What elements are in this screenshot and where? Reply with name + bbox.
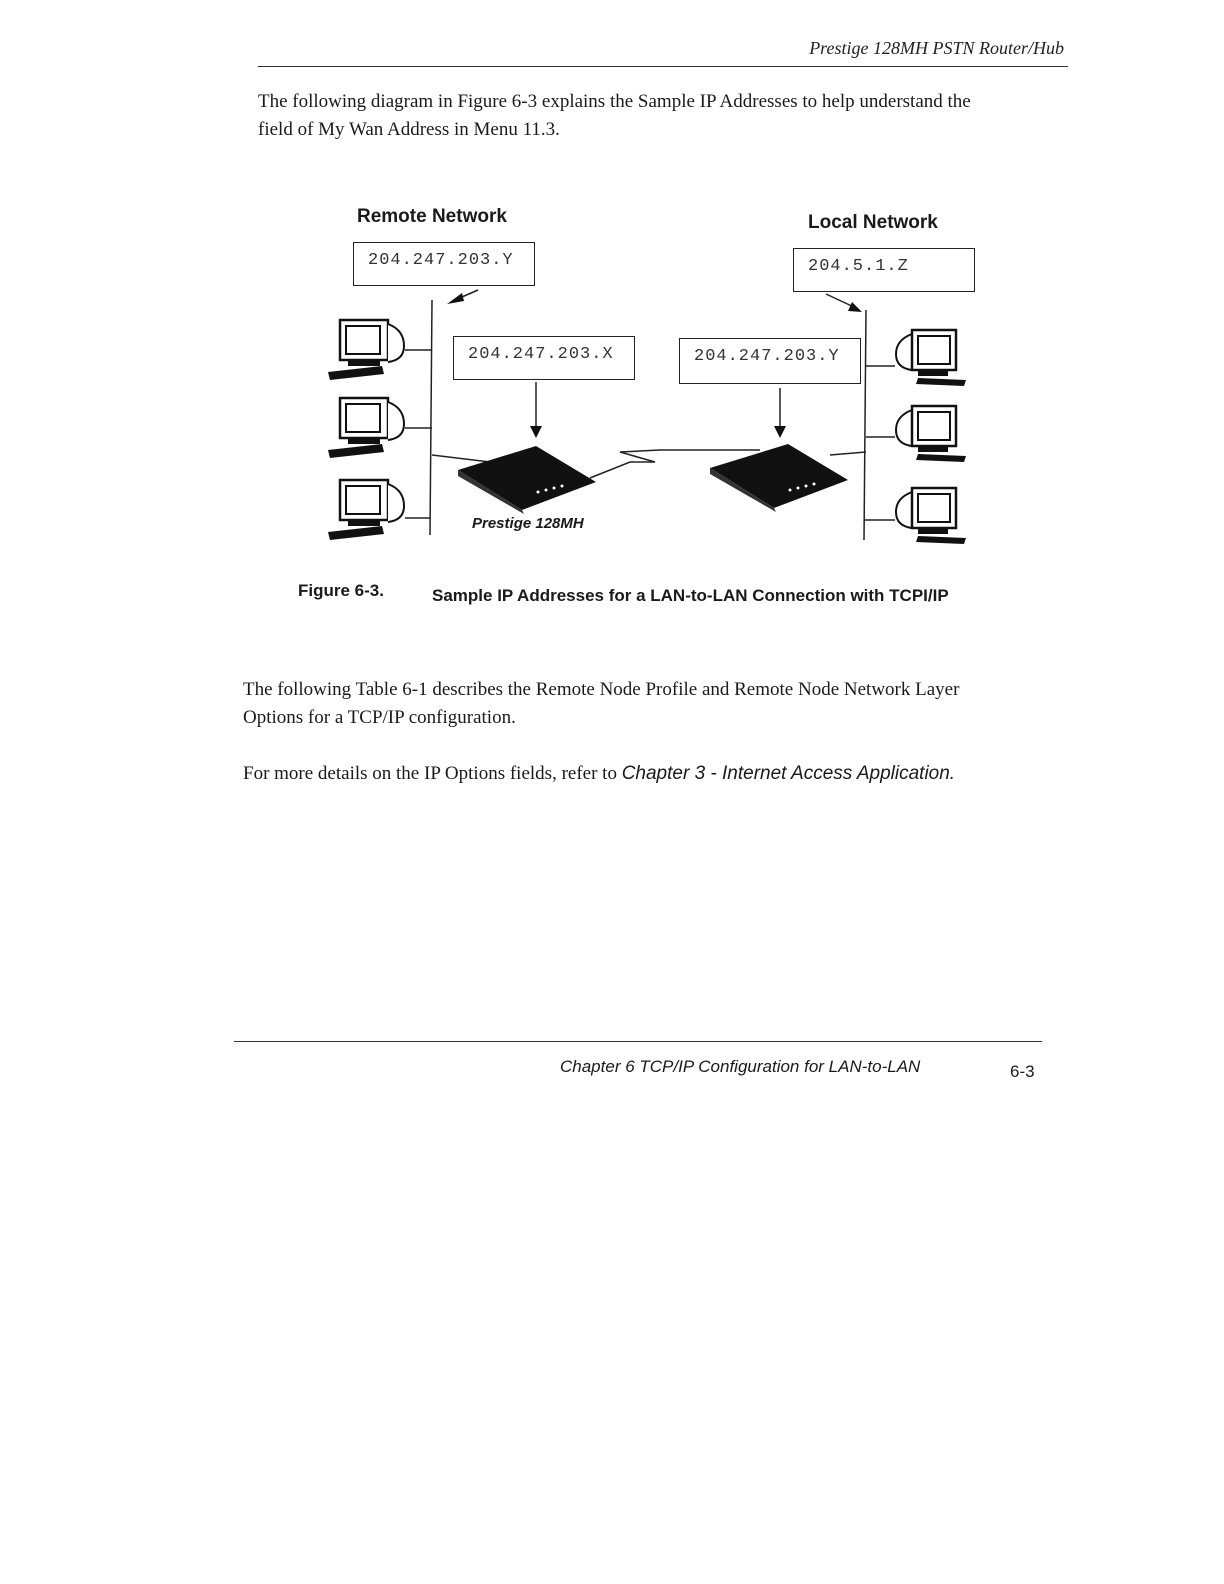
remote-router-ip-box: 204.247.203.X [453, 336, 635, 380]
footer-chapter: Chapter 6 TCP/IP Configuration for LAN-t… [560, 1057, 920, 1077]
router-icon [704, 442, 854, 512]
diagram-lines [0, 0, 1224, 600]
remote-ip-box: 204.247.203.Y [353, 242, 535, 286]
router-icon [452, 444, 602, 514]
chapter-reference: Chapter 3 - Internet Access Application. [622, 763, 955, 784]
local-router-ip-box: 204.247.203.Y [679, 338, 861, 384]
device-label: Prestige 128MH [472, 515, 584, 532]
figure-number: Figure 6-3. [298, 581, 384, 601]
local-ip-box: 204.5.1.Z [793, 248, 975, 292]
local-network-label: Local Network [808, 212, 938, 234]
footer-rule [234, 1041, 1042, 1042]
computer-icon [888, 402, 970, 464]
details-paragraph: For more details on the IP Options field… [243, 760, 1063, 788]
computer-icon [888, 484, 970, 546]
details-prefix: For more details on the IP Options field… [243, 763, 622, 784]
table-intro-line-2: Options for a TCP/IP configuration. [243, 704, 1043, 732]
table-intro-paragraph: The following Table 6-1 describes the Re… [243, 676, 1043, 732]
page-number: 6-3 [1010, 1062, 1035, 1082]
figure-title: Sample IP Addresses for a LAN-to-LAN Con… [432, 586, 949, 606]
computer-icon [322, 476, 412, 542]
computer-icon [322, 316, 412, 382]
table-intro-line-1: The following Table 6-1 describes the Re… [243, 676, 1043, 704]
computer-icon [888, 326, 970, 388]
remote-network-label: Remote Network [357, 206, 507, 228]
computer-icon [322, 394, 412, 460]
network-diagram: Remote Network Local Network 204.247.203… [0, 0, 1224, 600]
